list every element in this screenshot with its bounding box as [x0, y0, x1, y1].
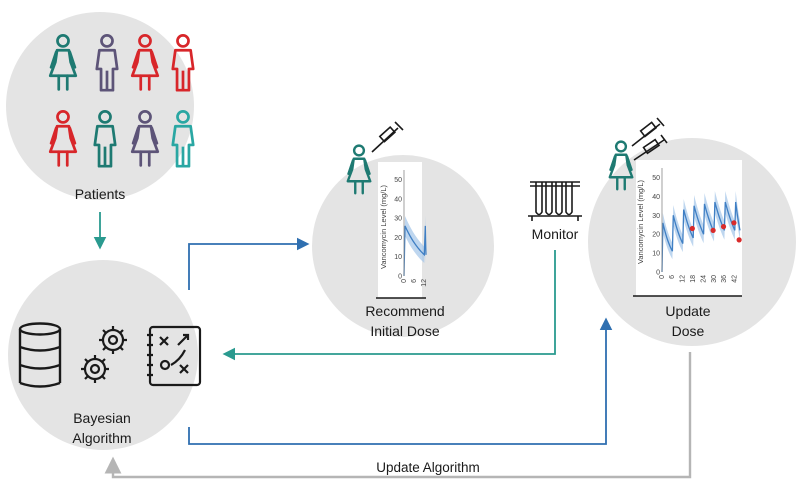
algorithm-circle	[8, 260, 198, 450]
y-tick-label: 50	[652, 175, 660, 182]
arrow-algorithm-to-update-dose	[188, 317, 613, 445]
confidence-band	[662, 191, 740, 272]
x-tick-label: 0	[659, 275, 666, 279]
gear-icon	[99, 326, 127, 354]
update-algorithm-label: Update Algorithm	[376, 460, 480, 475]
observation-point	[689, 225, 695, 232]
patients-circle	[6, 12, 194, 200]
recommend-label: Recommend	[365, 303, 444, 319]
x-tick-label: 42	[732, 275, 739, 283]
y-tick-label: 10	[652, 251, 660, 258]
observation-point	[731, 220, 737, 226]
x-tick-label: 30	[711, 275, 718, 283]
bayesian-label: Bayesian	[73, 410, 131, 426]
chart-background	[378, 162, 422, 298]
y-tick-label: 30	[394, 216, 402, 223]
algorithm-label: Algorithm	[72, 430, 131, 446]
y-tick-label: 30	[652, 213, 660, 220]
y-axis-label: Vancomycin Level (mg/L)	[636, 179, 645, 264]
arrow-algorithm-to-recommend	[188, 237, 310, 290]
initial-dose-label: Initial Dose	[370, 323, 439, 339]
syringe-icon	[371, 121, 404, 153]
database-icon	[18, 322, 62, 388]
x-tick-label: 6	[669, 275, 676, 279]
y-tick-label: 0	[398, 274, 402, 281]
y-tick-label: 20	[394, 235, 402, 242]
concentration-curve	[661, 201, 741, 273]
arrow-update-algorithm-loop	[104, 352, 692, 479]
y-tick-label: 0	[656, 270, 660, 277]
y-tick-label: 40	[394, 196, 402, 203]
y-tick-label: 10	[394, 254, 402, 261]
y-tick-label: 50	[394, 177, 402, 184]
x-tick-label: 12	[421, 279, 428, 287]
update-label: Update	[665, 303, 710, 319]
x-tick-label: 18	[690, 275, 697, 283]
monitor-label: Monitor	[532, 226, 579, 242]
y-axis-label: Vancomycin Level (mg/L)	[379, 184, 388, 269]
test-tubes-icon	[528, 181, 582, 221]
dose-label: Dose	[672, 323, 705, 339]
concentration-curve	[403, 225, 427, 277]
gear-icon-secondary	[81, 355, 109, 383]
x-tick-label: 36	[721, 275, 728, 283]
syringes-icon	[631, 117, 668, 161]
y-tick-label: 20	[652, 232, 660, 239]
y-tick-label: 40	[652, 194, 660, 201]
observation-point	[720, 224, 727, 230]
strategy-board-icon	[147, 325, 202, 387]
x-tick-label: 0	[401, 279, 408, 283]
observation-point	[710, 227, 716, 233]
patients-label: Patients	[75, 186, 126, 202]
x-tick-label: 24	[700, 275, 707, 283]
x-tick-label: 12	[680, 275, 687, 283]
arrow-monitor-to-algorithm	[222, 250, 556, 361]
confidence-band	[404, 215, 426, 276]
observation-point	[736, 237, 742, 243]
x-tick-label: 6	[411, 279, 418, 283]
